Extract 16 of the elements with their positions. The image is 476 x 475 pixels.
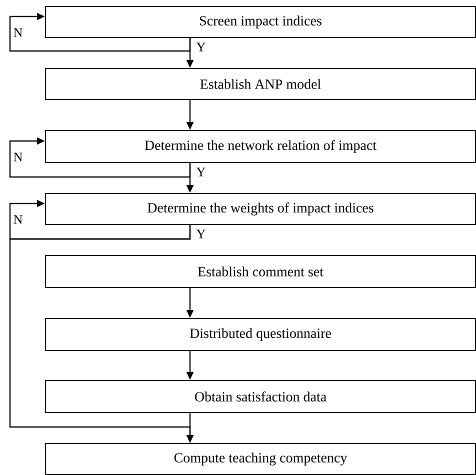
process-box: Compute teaching competency — [45, 443, 476, 475]
edge-label: Y — [196, 168, 206, 176]
edge-label: N — [14, 28, 22, 37]
process-box: Establish comment set — [45, 255, 476, 288]
process-box: Obtain satisfaction data — [45, 380, 476, 413]
process-box: Distributed questionnaire — [45, 318, 476, 351]
arrow — [9, 137, 191, 178]
edge-label: N — [14, 215, 22, 224]
edge-label: Y — [196, 42, 206, 52]
process-box: Establish ANP model — [45, 68, 476, 100]
edge-label: Y — [196, 230, 206, 238]
arrow — [9, 12, 191, 52]
edge-label: N — [14, 152, 22, 162]
process-box: Determine the weights of impact indices — [45, 193, 476, 225]
process-box: Determine the network relation of impact — [45, 130, 476, 163]
process-box: Screen impact indices — [45, 6, 476, 38]
